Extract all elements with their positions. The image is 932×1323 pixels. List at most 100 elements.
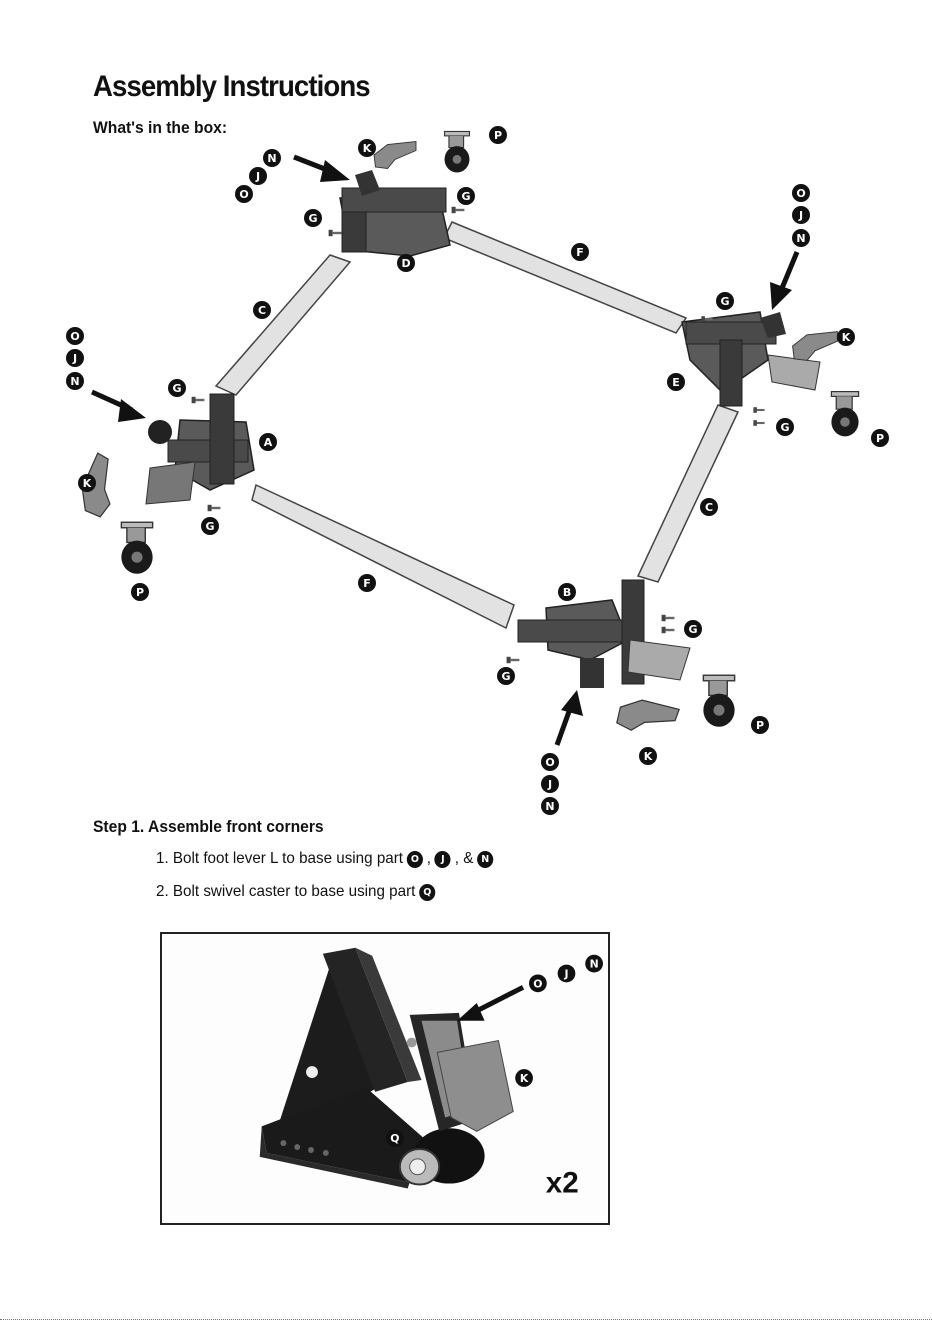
label-g: G [497,667,515,685]
svg-text:B: B [563,586,571,599]
svg-text:P: P [494,129,502,142]
svg-text:J: J [72,352,77,365]
svg-text:N: N [590,958,599,971]
photo-label-k: K [515,1069,533,1087]
svg-text:G: G [308,212,317,225]
label-p: P [131,583,149,601]
lever-k-right [793,332,838,361]
step1-item2: 2. Bolt swivel caster to base using part… [156,883,435,901]
svg-text:K: K [83,477,92,490]
svg-text:P: P [876,432,884,445]
svg-text:K: K [363,142,372,155]
svg-text:P: P [136,586,144,599]
bracket-b [518,580,690,688]
label-n: N [263,149,281,167]
svg-text:G: G [720,295,729,308]
label-n: N [792,229,810,247]
label-o: O [792,184,810,202]
caster-p-right [831,392,858,437]
label-o: O [66,327,84,345]
label-f: F [358,574,376,592]
svg-text:N: N [70,375,79,388]
quantity-label: x2 [546,1166,579,1199]
bolt-g [507,657,520,663]
svg-text:C: C [705,501,713,514]
label-p: P [871,429,889,447]
svg-text:N: N [545,800,554,813]
label-a: A [259,433,277,451]
label-g: G [776,418,794,436]
part-q-badge: Q [419,884,435,901]
tube-f-bottom [252,485,514,628]
label-p: P [489,126,507,144]
svg-text:N: N [267,152,276,165]
bolt-g [452,207,465,213]
svg-text:E: E [672,376,680,389]
tube-c-right [638,405,738,582]
label-d: D [397,254,415,272]
arrow-right [770,252,797,310]
page-bottom-divider [0,1319,932,1320]
label-p: P [751,716,769,734]
label-k: K [78,474,96,492]
step1-title: Step 1. Assemble front corners [93,817,324,837]
svg-text:O: O [70,330,79,343]
label-n: N [541,797,559,815]
label-b: B [558,583,576,601]
corner-assembly-image: O J N K Q x2 [162,934,608,1223]
arrow-top [294,157,350,182]
svg-text:J: J [547,778,552,791]
caster-p-bottom [703,675,734,727]
label-g: G [684,620,702,638]
svg-text:O: O [239,188,248,201]
separator: , & [455,850,474,868]
svg-text:G: G [461,190,470,203]
label-c: C [700,498,718,516]
assembly-photo: O J N K Q x2 [160,932,610,1225]
svg-text:J: J [255,170,260,183]
arrow-left [92,392,146,422]
part-o-badge: O [407,851,423,868]
label-j: J [66,349,84,367]
bracket-d [340,170,450,256]
bolt-g [192,397,205,403]
svg-text:P: P [756,719,764,732]
bolt-g [662,627,675,633]
svg-text:G: G [205,520,214,533]
label-j: J [792,206,810,224]
svg-text:J: J [798,209,803,222]
svg-text:G: G [780,421,789,434]
photo-label-o: O [529,974,547,992]
svg-text:G: G [501,670,510,683]
label-e: E [667,373,685,391]
label-g: G [201,517,219,535]
svg-text:C: C [258,304,266,317]
label-j: J [249,167,267,185]
parts-diagram: N J O K P G G D F C O J N G K E G P O J … [0,0,932,830]
photo-label-q: Q [386,1129,404,1147]
label-g: G [168,379,186,397]
lever-k-top [374,142,416,169]
svg-text:K: K [644,750,653,763]
label-g: G [457,187,475,205]
bolt-g [662,615,675,621]
svg-text:A: A [264,436,273,449]
photo-label-j: J [558,965,576,983]
arrow-bottom [557,690,583,745]
part-j-badge: J [435,851,451,868]
svg-text:D: D [401,257,410,270]
bolt-g [329,230,342,236]
photo-label-n: N [585,955,603,973]
svg-text:K: K [520,1072,529,1085]
label-j: J [541,775,559,793]
tube-f-top [444,222,686,333]
svg-text:F: F [576,246,584,259]
separator: , [427,850,431,868]
label-g: G [716,292,734,310]
caster-p-top [445,131,470,172]
bolt-g [208,505,221,511]
tube-c-left [216,255,350,395]
svg-text:N: N [796,232,805,245]
svg-text:J: J [563,967,568,980]
lever-k-bottom [614,690,679,743]
